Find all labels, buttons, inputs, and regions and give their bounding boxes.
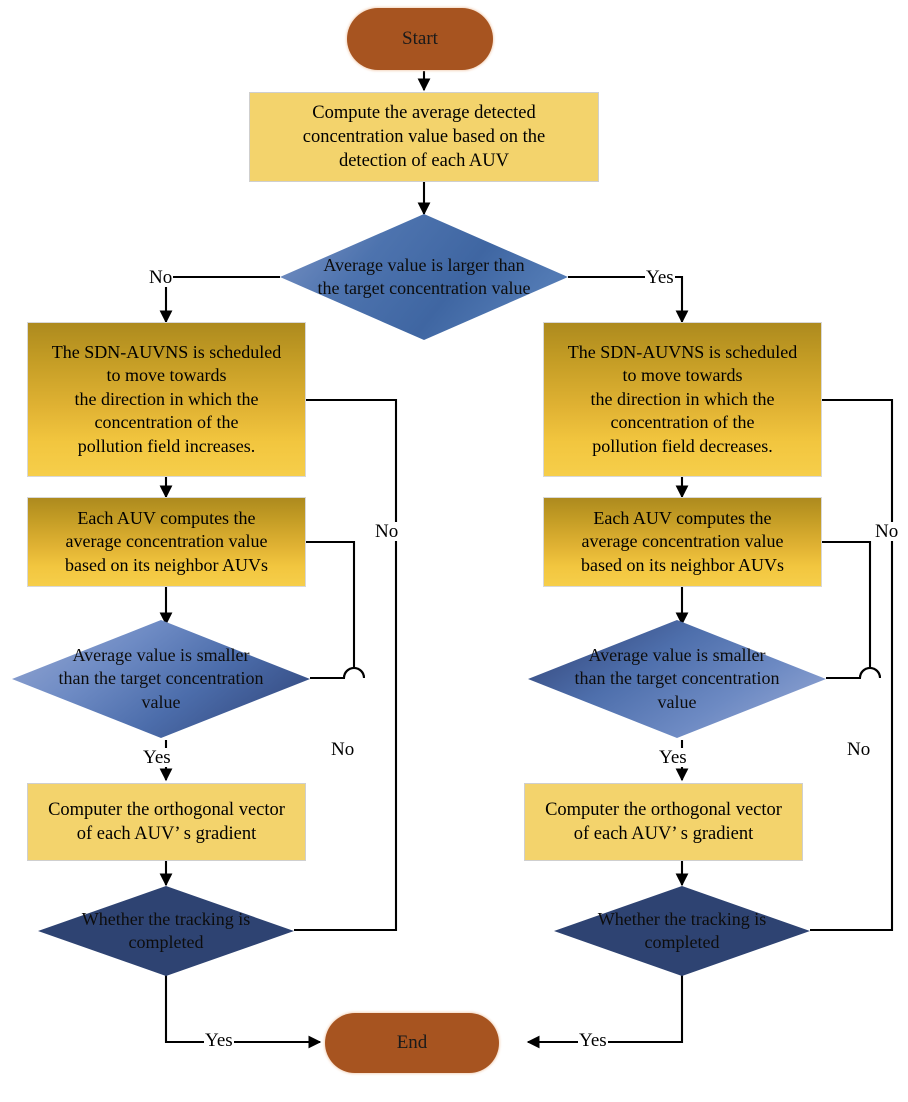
node-end[interactable]: End	[325, 1013, 499, 1073]
node-left-each-auv[interactable]: Each AUV computes the average concentrat…	[27, 497, 306, 587]
edge-label-right-inner-no: No	[846, 739, 872, 760]
line-hop-right-top	[858, 666, 882, 679]
node-right-orthogonal-label: Computer the orthogonal vector of each A…	[545, 799, 782, 844]
node-right-decision-tracking[interactable]: Whether the tracking is completed	[554, 886, 810, 976]
node-compute-average-label: Compute the average detected concentrati…	[302, 102, 546, 172]
node-right-decision-smaller-label: Average value is smaller than the target…	[574, 644, 780, 712]
edge-label-right-yes-orthogonal: Yes	[658, 747, 688, 768]
node-start-label: Start	[402, 27, 438, 49]
edge-left-tracking-yes-to-end	[164, 975, 322, 1049]
decision-shape	[280, 214, 568, 340]
edge-label-right-yes-end: Yes	[578, 1030, 608, 1051]
node-right-schedule-label: The SDN-AUVNS is scheduled to move towar…	[567, 342, 798, 456]
node-left-each-auv-label: Each AUV computes the average concentrat…	[65, 507, 268, 575]
line-hop-left-top	[342, 666, 366, 679]
node-right-orthogonal[interactable]: Computer the orthogonal vector of each A…	[524, 783, 803, 861]
edge-label-right-outer-no: No	[874, 521, 900, 542]
line-hop-right	[858, 666, 882, 679]
node-decision-average-larger[interactable]: Average value is larger than the target …	[280, 214, 568, 340]
edge-label-left-yes-orthogonal: Yes	[142, 747, 172, 768]
node-right-each-auv[interactable]: Each AUV computes the average concentrat…	[543, 497, 822, 587]
node-end-label: End	[396, 1031, 428, 1053]
edge-label-left-yes-end: Yes	[204, 1030, 234, 1051]
node-right-decision-tracking-label: Whether the tracking is completed	[597, 908, 767, 952]
node-right-each-auv-label: Each AUV computes the average concentrat…	[581, 507, 784, 575]
node-start[interactable]: Start	[347, 8, 493, 70]
edge-label-left-inner-no: No	[330, 739, 356, 760]
node-compute-average[interactable]: Compute the average detected concentrati…	[249, 92, 599, 182]
node-left-schedule[interactable]: The SDN-AUVNS is scheduled to move towar…	[27, 322, 306, 477]
node-left-decision-tracking[interactable]: Whether the tracking is completed	[38, 886, 294, 976]
node-left-decision-smaller-label: Average value is smaller than the target…	[58, 644, 264, 712]
edge-label-top-no: No	[148, 267, 174, 288]
edge-label-left-outer-no: No	[374, 521, 400, 542]
node-left-decision-tracking-label: Whether the tracking is completed	[81, 908, 251, 952]
node-left-decision-smaller[interactable]: Average value is smaller than the target…	[12, 620, 310, 738]
node-left-schedule-label: The SDN-AUVNS is scheduled to move towar…	[51, 342, 282, 456]
edge-label-top-yes: Yes	[645, 267, 675, 288]
edge-decision-no-left	[159, 275, 280, 324]
node-left-orthogonal[interactable]: Computer the orthogonal vector of each A…	[27, 783, 306, 861]
node-decision-average-larger-label: Average value is larger than the target …	[317, 254, 531, 298]
node-right-schedule[interactable]: The SDN-AUVNS is scheduled to move towar…	[543, 322, 822, 477]
node-right-decision-smaller[interactable]: Average value is smaller than the target…	[528, 620, 826, 738]
node-left-orthogonal-label: Computer the orthogonal vector of each A…	[48, 799, 285, 844]
line-hop-left	[342, 666, 366, 679]
